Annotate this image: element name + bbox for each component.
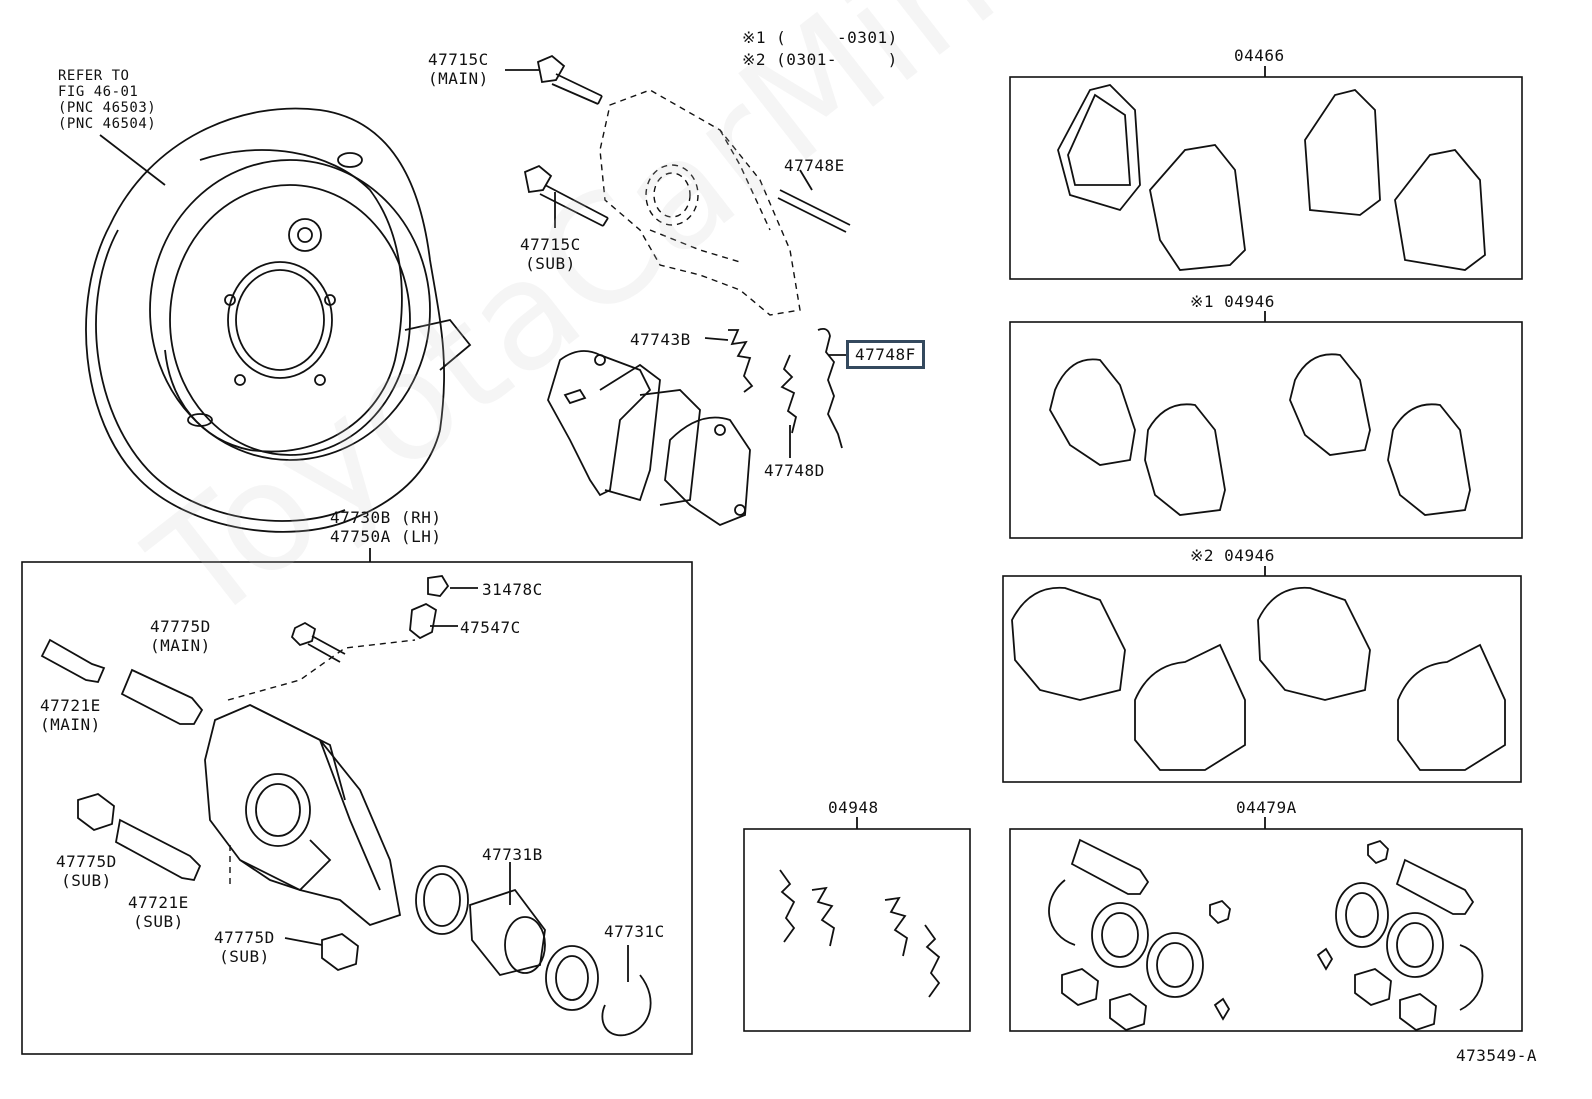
kit-04946-2-pads [1011,586,1506,771]
kit-04479A-frame [1009,828,1523,1032]
brake-pad-drawings [547,350,751,527]
caliper-assembly-frame [21,561,693,1055]
part-label-04466[interactable]: 04466 [1234,46,1285,65]
bolt-drawings [505,54,851,233]
part-label-47547c[interactable]: 47547C [460,618,521,637]
part-label-47775d-main[interactable]: 47775D (MAIN) [150,617,211,655]
kit-04946-1-pads [1049,353,1471,516]
applicability-note-2: ※2 (0301- ) [742,50,898,69]
applicability-note-1: ※1 ( -0301) [742,28,898,47]
kit-04948-clips [779,869,941,998]
figure-id: 473549-A [1456,1046,1538,1065]
part-label-47748d[interactable]: 47748D [764,461,825,480]
part-label-47721e-main[interactable]: 47721E (MAIN) [40,696,101,734]
kit-04479A-parts [1048,838,1484,1032]
part-label-47731c[interactable]: 47731C [604,922,665,941]
part-label-47731b[interactable]: 47731B [482,845,543,864]
kit-04946-2-frame [1002,575,1522,783]
part-label-04946-1[interactable]: ※1 04946 [1190,292,1275,311]
refer-to-note: REFER TO FIG 46-01 (PNC 46503) (PNC 4650… [58,68,157,132]
part-label-47730b-47750a[interactable]: 47730B (RH) 47750A (LH) [330,508,442,546]
kit-04466-pads [1057,84,1486,271]
part-label-47748f-highlighted[interactable]: 47748F [846,340,925,369]
part-label-47775d-sub-1[interactable]: 47775D (SUB) [56,852,117,890]
backing-plate-drawing [85,107,472,533]
kit-04466-frame [1009,76,1523,280]
part-label-47743b[interactable]: 47743B [630,330,691,349]
part-label-04948[interactable]: 04948 [828,798,879,817]
part-label-47775d-sub-2[interactable]: 47775D (SUB) [214,928,275,966]
part-label-31478c[interactable]: 31478C [482,580,543,599]
caliper-assembly-drawing [40,575,652,1037]
kit-04948-frame [743,828,971,1032]
part-label-04946-2[interactable]: ※2 04946 [1190,546,1275,565]
spring-clip-drawings [704,327,848,458]
part-label-47748e[interactable]: 47748E [784,156,845,175]
part-label-47715c-main[interactable]: 47715C (MAIN) [428,50,489,88]
torque-plate-drawing [599,89,801,316]
part-label-04479a[interactable]: 04479A [1236,798,1297,817]
kit-04946-1-frame [1009,321,1523,539]
part-label-47721e-sub[interactable]: 47721E (SUB) [128,893,189,931]
part-label-47715c-sub[interactable]: 47715C (SUB) [520,235,581,273]
